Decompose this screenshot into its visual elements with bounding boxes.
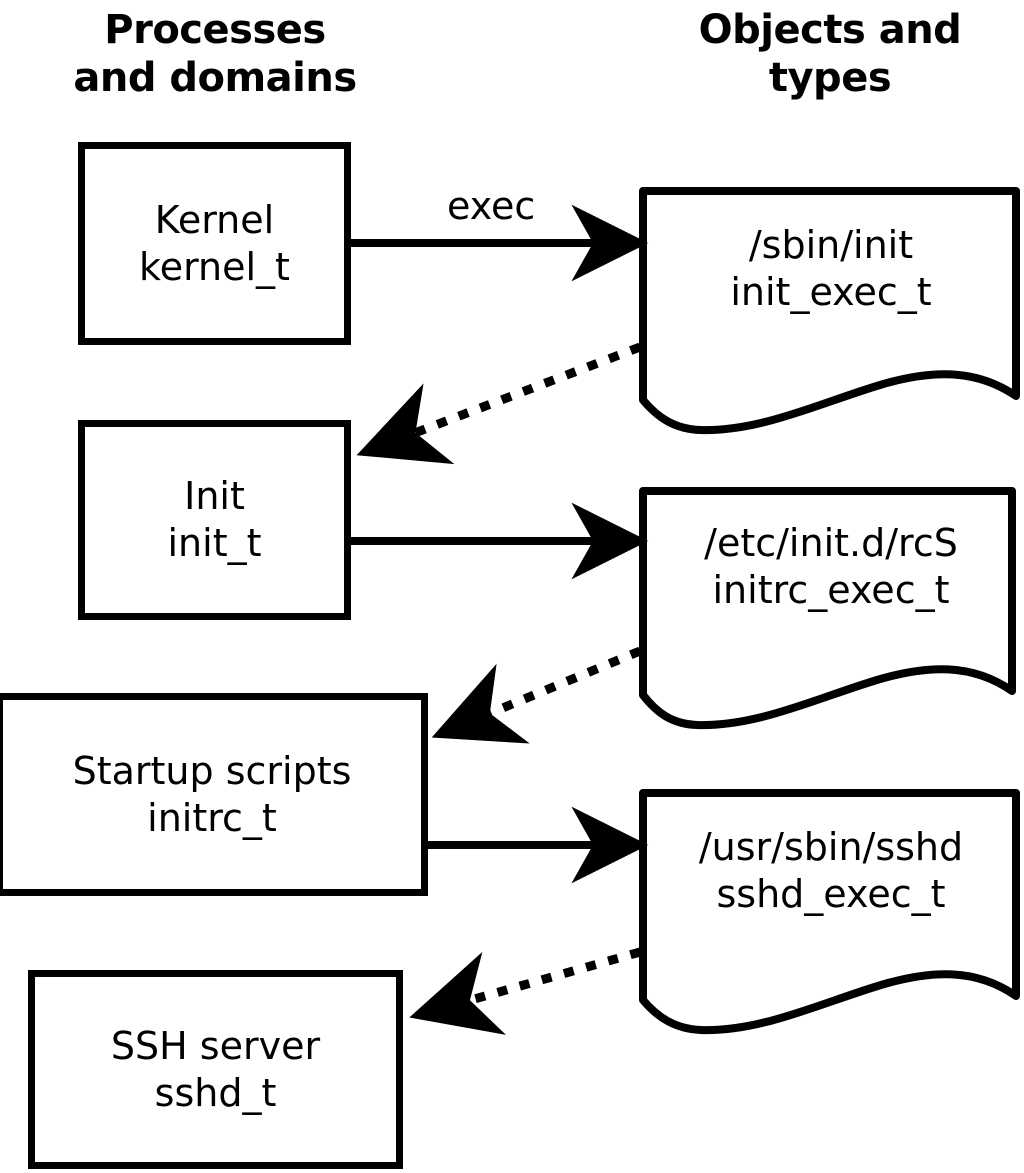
column-header-objects-line2: types (768, 55, 892, 101)
process-title-initrc: Startup scripts (72, 748, 352, 793)
column-header-processes-line2: and domains (73, 55, 357, 101)
process-type-initrc: initrc_t (147, 795, 277, 840)
process-box-initrc[interactable]: Startup scripts initrc_t (0, 693, 428, 896)
process-title-sshd: SSH server (110, 1023, 321, 1068)
process-type-kernel: kernel_t (139, 244, 290, 289)
process-title-init: Init (184, 474, 245, 518)
process-box-sshd[interactable]: SSH server sshd_t (28, 970, 403, 1169)
edge-sshd-exec-to-sshd (409, 947, 642, 1035)
document-shape-init-exec (639, 187, 1020, 435)
process-title-kernel: Kernel (154, 197, 275, 242)
edge-label-exec: exec (447, 184, 536, 228)
edge-initrc-exec-to-initrc (431, 646, 642, 744)
process-type-init: init_t (167, 521, 262, 565)
column-header-objects: Objects and types (630, 6, 1024, 102)
process-box-kernel[interactable]: Kernel kernel_t (78, 142, 351, 345)
column-header-processes-line1: Processes (104, 7, 326, 53)
process-type-sshd: sshd_t (154, 1070, 277, 1115)
column-header-objects-line1: Objects and (698, 7, 962, 53)
edge-init-exec-to-init (356, 342, 642, 465)
document-shape-sshd-exec (639, 789, 1020, 1035)
process-box-init[interactable]: Init init_t (78, 420, 351, 620)
document-shape-initrc-exec (639, 487, 1016, 730)
column-header-processes: Processes and domains (15, 6, 415, 102)
